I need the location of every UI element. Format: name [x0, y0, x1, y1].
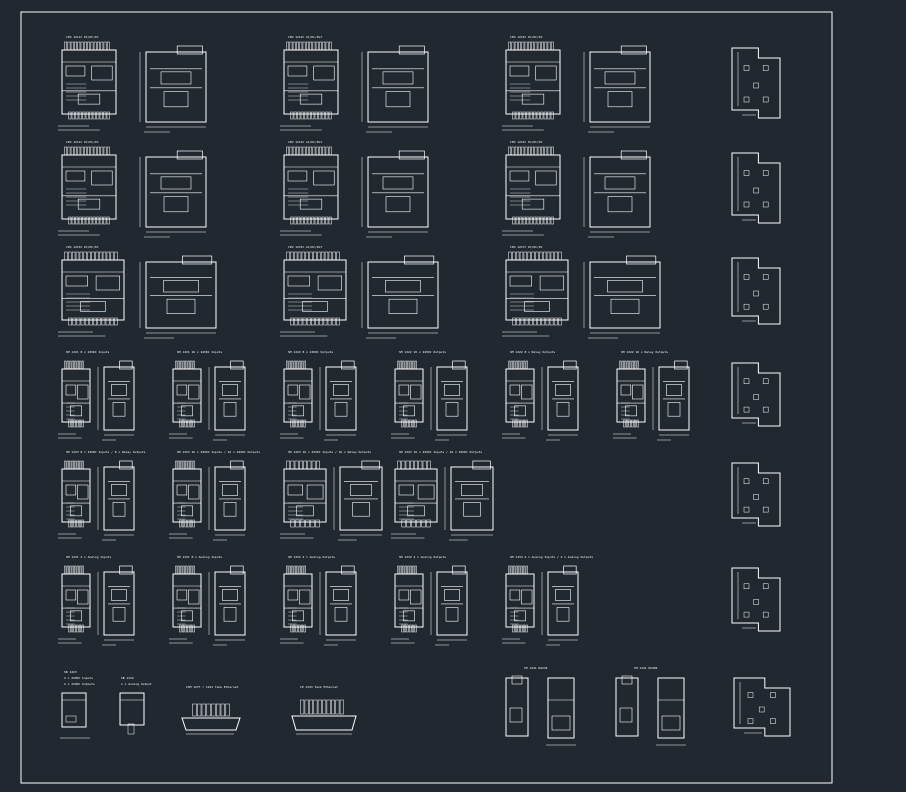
sb1232-line1: SB 1232: [121, 676, 134, 680]
module-side4: [731, 362, 781, 427]
cm1241a-title: CM 1241 RS232: [524, 666, 548, 670]
module-side2: [731, 152, 781, 224]
module-title: SM 1222 16 x 24VDC Outputs: [399, 350, 446, 354]
module-side6: [731, 567, 781, 632]
sb1223-board: [60, 692, 90, 739]
module-title: SM 1222 8 x Relay Outputs: [510, 350, 555, 354]
module-title: SM 1223 16 x 24VDC Inputs / 16 x 24VDC O…: [177, 450, 260, 454]
module-sm1221-16: SM 1221 16 x 24VDC Inputs: [169, 350, 246, 441]
module-sm1232-2: SM 1232 2 x Analog Outputs: [280, 555, 357, 646]
sb1223-line2: 2 x 24VDC Inputs: [64, 676, 93, 680]
module-title: SM 1221 8 x 24VDC Inputs: [66, 350, 110, 354]
module-side5: [731, 462, 781, 527]
bottom-shapes: [60, 675, 791, 746]
module-title: CPU 1217C DC/DC/DC: [510, 245, 543, 249]
cm1241b-title: CM 1241 RS485: [634, 666, 658, 670]
module-side1: [731, 47, 781, 119]
module-sm1223-32: SM 1223 16 x 24VDC Inputs / 16 x 24VDC O…: [391, 450, 494, 541]
cm1241b-module: [615, 675, 686, 746]
module-sm1222-16: SM 1222 16 x 24VDC Outputs: [391, 350, 468, 441]
module-cpu1214c: CPU 1214C DC/DC/DC: [502, 35, 651, 133]
module-title: CPU 1211C DC/DC/DC: [66, 35, 99, 39]
cm1243-board: [291, 699, 357, 735]
module-title: SM 1223 16 x 24VDC Inputs / 16 x 24VDC O…: [399, 450, 482, 454]
module-title: SM 1231 8 x Analog Inputs: [177, 555, 222, 559]
module-title: SM 1222 16 x Relay Outputs: [621, 350, 668, 354]
module-title: CPU 1214C DC/DC/DC: [510, 35, 543, 39]
module-title: CPU 1212C AC/DC/RLY: [288, 35, 323, 39]
sb1232-line2: 1 x Analog Output: [121, 682, 152, 686]
cm1241a-module: [505, 675, 576, 746]
cm1242-board: [181, 703, 241, 735]
module-title: SM 1232 4 x Analog Outputs: [399, 555, 446, 559]
module-title: CPU 1215C AC/DC/RLY: [288, 245, 323, 249]
module-cpu1212c-b: CPU 1212C AC/DC/RLY: [280, 140, 429, 238]
module-title: SM 1232 2 x Analog Outputs: [288, 555, 335, 559]
module-sm1222-8r: SM 1222 8 x Relay Outputs: [502, 350, 579, 441]
module-sm1221-8: SM 1221 8 x 24VDC Inputs: [58, 350, 135, 441]
module-title: CPU 1212C AC/DC/RLY: [288, 140, 323, 144]
cm1243-title: CP 1243 Tenk Ethernet: [300, 685, 338, 689]
module-title: CPU 1211C DC/DC/DC: [66, 140, 99, 144]
drawing-border: [20, 11, 833, 784]
module-cpu1214c-b: CPU 1214C DC/DC/DC: [502, 140, 651, 238]
module-sm1222-8: SM 1222 8 x 24VDC Outputs: [280, 350, 357, 441]
module-title: SM 1223 8 x 24VDC Inputs / 8 x Relay Out…: [66, 450, 146, 454]
module-title: SM 1234 4 x Analog Inputs / 2 x Analog O…: [510, 555, 593, 559]
module-cpu1212c: CPU 1212C AC/DC/RLY: [280, 35, 429, 133]
module-side3: [731, 257, 781, 325]
side-rail-7: [733, 677, 791, 737]
module-cpu1217c: CPU 1217C DC/DC/DC: [502, 245, 661, 339]
module-title: SM 1222 8 x 24VDC Outputs: [288, 350, 333, 354]
sb1223-line1: SB 1223: [64, 670, 77, 674]
module-sm1222-16r: SM 1222 16 x Relay Outputs: [613, 350, 690, 441]
module-sm1223-16r: SM 1223 16 x 24VDC Inputs / 16 x Relay O…: [280, 450, 383, 541]
module-sm1234: SM 1234 4 x Analog Inputs / 2 x Analog O…: [502, 555, 593, 646]
module-title: SM 1221 16 x 24VDC Inputs: [177, 350, 222, 354]
module-cpu1211c: CPU 1211C DC/DC/DC: [58, 35, 207, 133]
module-title: SM 1231 4 x Analog Inputs: [66, 555, 111, 559]
module-title: CPU 1215C DC/DC/DC: [66, 245, 99, 249]
module-layer: CPU 1211C DC/DC/DC CPU 1212C AC/DC/RLY CPU…: [58, 35, 781, 646]
module-sm1223-8: SM 1223 8 x 24VDC Inputs / 8 x Relay Out…: [58, 450, 146, 541]
module-title: SM 1223 16 x 24VDC Inputs / 16 x Relay O…: [288, 450, 371, 454]
module-cpu1215c-b: CPU 1215C AC/DC/RLY: [280, 245, 439, 339]
module-cpu1215c: CPU 1215C DC/DC/DC: [58, 245, 217, 339]
sb1232-board: [119, 692, 145, 735]
module-sm1232-4: SM 1232 4 x Analog Outputs: [391, 555, 468, 646]
cm1242-title: CSM 1277 / 1241 Tenk Ethernet: [186, 685, 239, 689]
module-title: CPU 1214C DC/DC/DC: [510, 140, 543, 144]
module-sm1231-8: SM 1231 8 x Analog Inputs: [169, 555, 246, 646]
module-cpu1211c-b: CPU 1211C DC/DC/DC: [58, 140, 207, 238]
module-sm1223-16: SM 1223 16 x 24VDC Inputs / 16 x 24VDC O…: [169, 450, 260, 541]
sb1223-line3: 2 x 24VDC Outputs: [64, 682, 95, 686]
bottom-row: SB 1223 2 x 24VDC Inputs 2 x 24VDC Outpu…: [64, 666, 658, 689]
module-sm1231-4: SM 1231 4 x Analog Inputs: [58, 555, 135, 646]
